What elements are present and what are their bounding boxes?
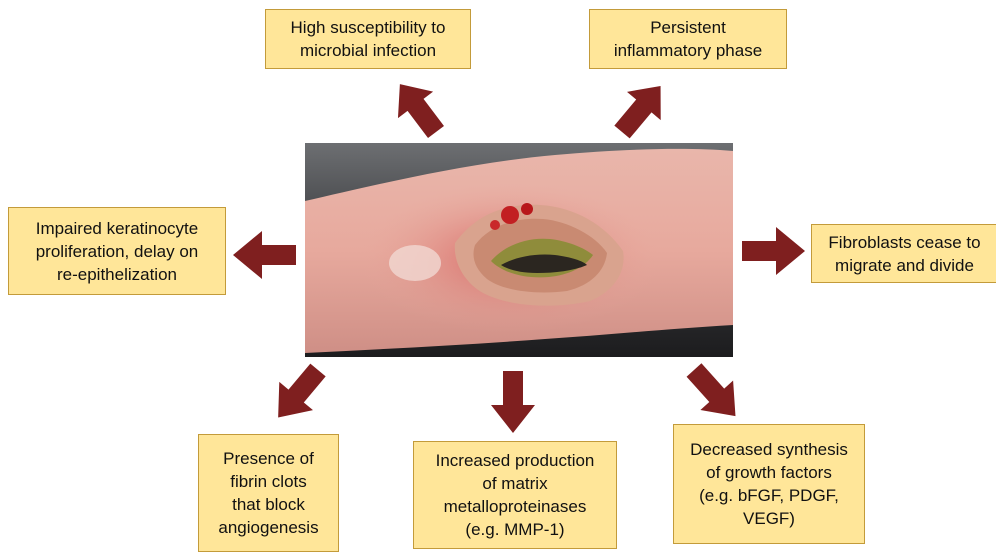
- arrow-to-fibrin-clots: [261, 356, 335, 432]
- arrow-to-keratinocyte-proliferation: [233, 231, 296, 279]
- arrow-to-growth-factors: [678, 355, 752, 431]
- arrow-to-fibroblasts: [742, 227, 805, 275]
- arrow-to-microbial-infection: [382, 71, 453, 145]
- arrow-to-matrix-metalloproteinases: [491, 371, 535, 433]
- arrow-to-inflammatory-phase: [605, 72, 677, 146]
